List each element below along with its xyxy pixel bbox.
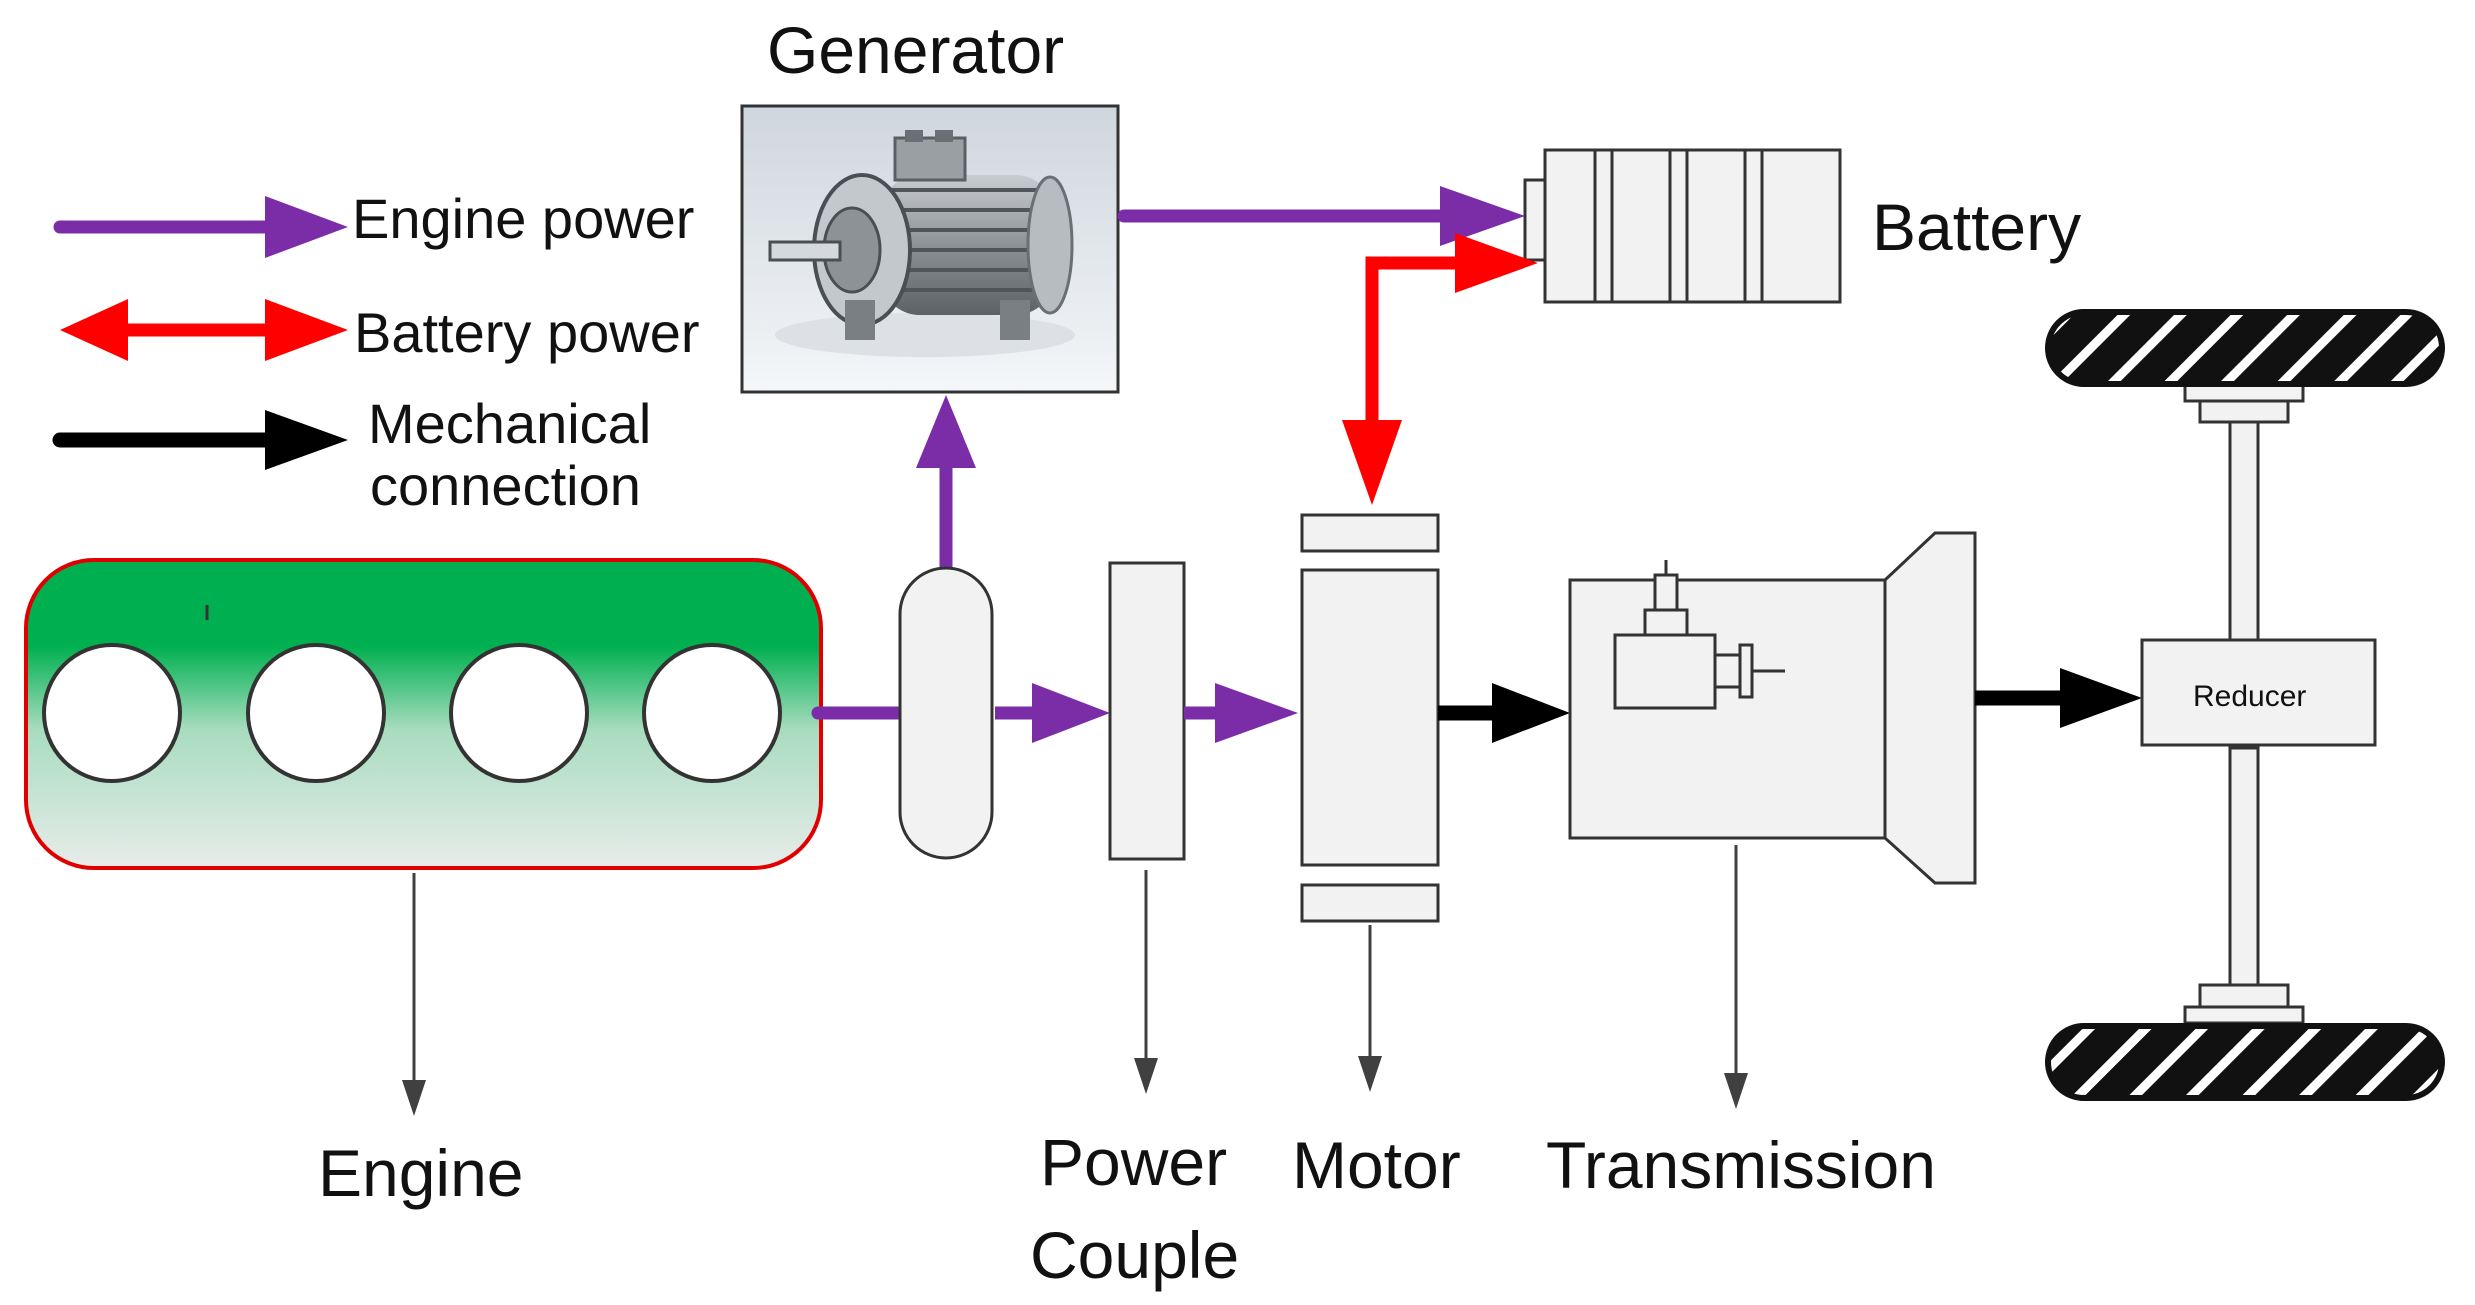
clutch-to-couple-arrow — [995, 683, 1110, 743]
shift-actuator-icon — [1613, 560, 1785, 710]
engine-label: Engine — [318, 1136, 524, 1210]
motor — [1300, 513, 1440, 923]
legend-battery-power-label: Battery power — [354, 301, 700, 364]
label-pointers — [402, 845, 1748, 1116]
reducer-box — [2140, 638, 2377, 747]
mechanical-legend-arrow — [52, 410, 348, 470]
transmission-label: Transmission — [1546, 1128, 1936, 1202]
motor-label: Motor — [1292, 1128, 1461, 1202]
engine-cylinder — [449, 643, 589, 783]
transmission — [1568, 531, 1977, 885]
generator-to-battery-arrow — [1117, 186, 1525, 246]
battery-power-legend-arrow — [60, 299, 348, 361]
legend-mechanical-label-line1: Mechanical — [368, 392, 651, 455]
clutch-to-generator-arrow — [916, 395, 976, 568]
wheel-top — [2045, 309, 2445, 387]
generator-motor-icon — [768, 130, 1075, 357]
engine-power-legend-arrow — [53, 196, 348, 258]
engine-block — [24, 558, 823, 870]
battery-motor-arrow — [1342, 233, 1538, 505]
couple-to-motor-arrow — [1184, 683, 1298, 743]
clutch — [898, 566, 994, 860]
generator-label: Generator — [767, 13, 1064, 87]
legend-engine-power-label: Engine power — [352, 187, 694, 250]
engine-cylinder — [42, 643, 182, 783]
generator-box — [740, 104, 1120, 394]
transmission-to-reducer-arrow — [1975, 668, 2142, 728]
reducer-label: Reducer — [2193, 680, 2306, 713]
battery-label: Battery — [1872, 190, 2081, 264]
motor-to-transmission-arrow — [1438, 683, 1570, 743]
engine-cylinder — [642, 643, 782, 783]
legend: Engine power Battery power Mechanical co… — [52, 187, 700, 517]
legend-mechanical-label-line2: connection — [370, 454, 641, 517]
power-couple-label-line2: Couple — [1030, 1218, 1239, 1292]
power-couple — [1108, 561, 1186, 861]
engine-cylinder — [246, 643, 386, 783]
wheel-bottom — [2045, 1023, 2445, 1101]
power-couple-label-line1: Power — [1040, 1125, 1227, 1199]
battery-box — [1523, 148, 1842, 304]
rear-axle — [2183, 383, 2305, 1025]
